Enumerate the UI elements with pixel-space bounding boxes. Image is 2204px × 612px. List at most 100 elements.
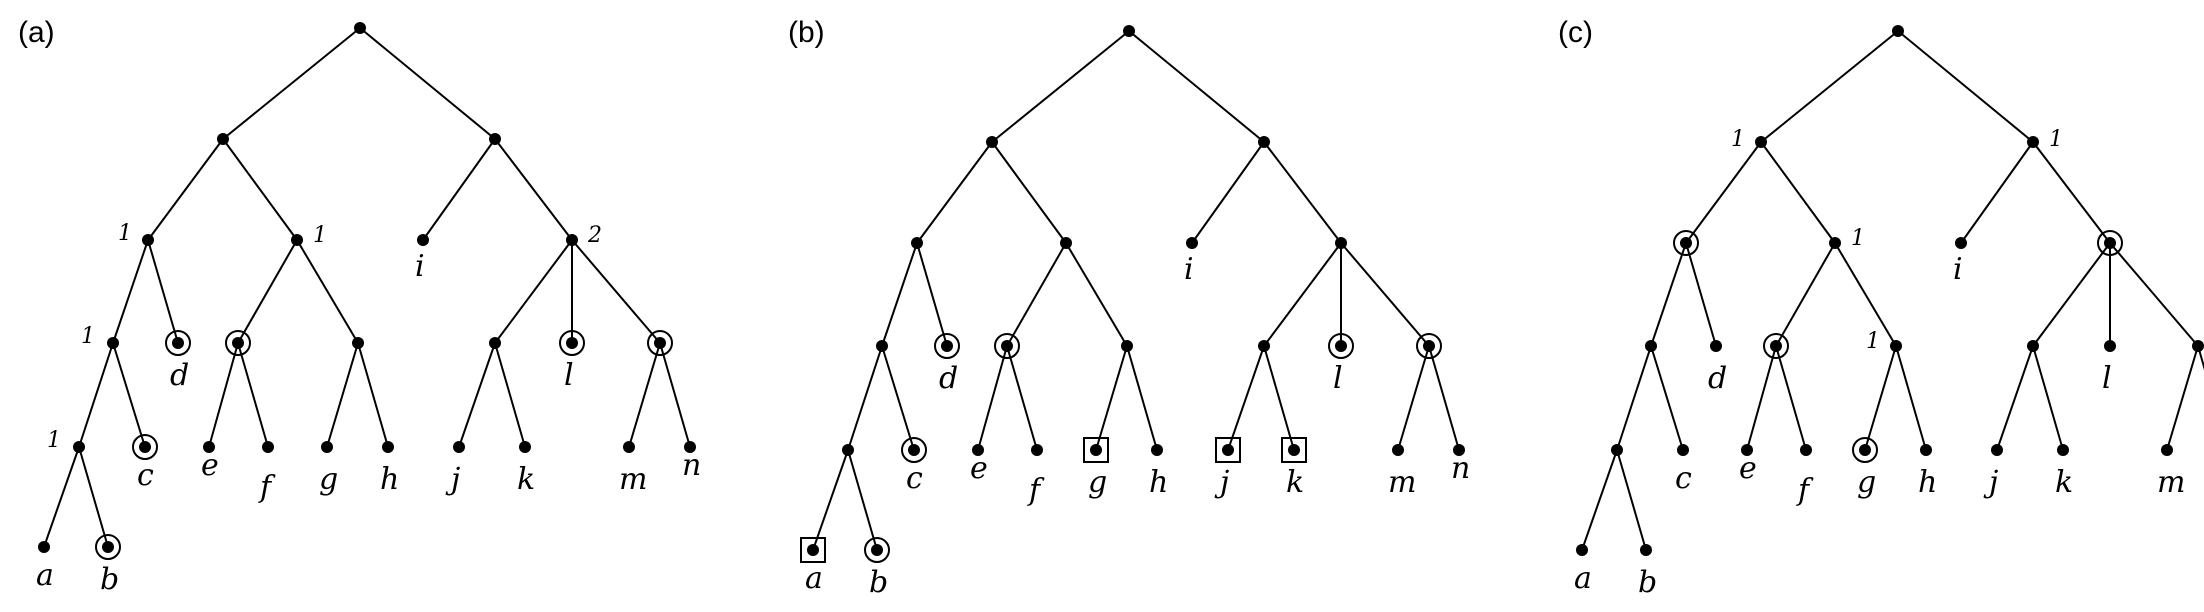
- tree-node-j: [453, 441, 465, 453]
- tree-node-abcdefghijklmn: [1892, 25, 1904, 37]
- tree-node-ijklmn: [2027, 136, 2039, 148]
- leaf-label-f: f: [1027, 473, 1045, 508]
- node-weight-label: 1: [1851, 226, 1865, 251]
- tree-edge: [1760, 141, 1836, 244]
- node-weight-label: 1: [118, 221, 132, 246]
- tree-node-j: [1222, 444, 1234, 456]
- tree-node-i: [1955, 237, 1967, 249]
- leaf-label-h: h: [1149, 465, 1168, 500]
- tree-edge: [112, 239, 149, 344]
- tree-edge: [1006, 242, 1067, 347]
- tree-edge: [494, 342, 526, 448]
- leaf-label-f: f: [1796, 473, 1814, 508]
- tree-node-c: [1677, 444, 1689, 456]
- tree-edge: [1616, 345, 1652, 451]
- tree-node-gh: [352, 337, 364, 349]
- tree-edge: [43, 446, 80, 548]
- tree-edge: [1685, 141, 1762, 244]
- tree-node-i: [417, 234, 429, 246]
- tree-edge: [847, 449, 878, 551]
- tree-edge: [2032, 141, 2111, 244]
- tree-edge: [881, 345, 915, 451]
- tree-edge: [1006, 345, 1038, 451]
- tree-node-efgh: [1060, 237, 1072, 249]
- tree-node-l: [2104, 340, 2116, 352]
- circled-node-marker: [1328, 333, 1354, 359]
- leaf-label-g: g: [1857, 465, 1876, 500]
- tree-edge: [1864, 345, 1897, 451]
- tree-node-k: [519, 441, 531, 453]
- circled-node-marker: [934, 333, 960, 359]
- tree-edge: [1650, 345, 1684, 451]
- tree-edge: [1397, 345, 1430, 451]
- tree-node-b: [102, 541, 114, 553]
- leaf-label-m: m: [2157, 465, 2185, 500]
- tree-node-gh: [1890, 340, 1902, 352]
- leaf-label-j: j: [1983, 465, 1998, 500]
- circled-node-marker: [647, 330, 673, 356]
- tree-node-abcdefgh: [1755, 136, 1767, 148]
- tree-node-h: [1151, 444, 1163, 456]
- tree-edge: [1834, 242, 1897, 347]
- tree-node-abcdefgh: [986, 136, 998, 148]
- tree-node-k: [1288, 444, 1300, 456]
- tree-edge: [1895, 345, 1927, 451]
- tree-edge: [147, 239, 179, 344]
- tree-edge: [458, 342, 496, 448]
- circled-node-marker: [559, 330, 585, 356]
- tree-node-ab: [1611, 444, 1623, 456]
- tree-edge: [991, 141, 1067, 244]
- tree-edge: [1581, 449, 1618, 551]
- tree-node-ijklmn: [489, 133, 501, 145]
- circled-node-marker: [1763, 333, 1789, 359]
- tree-node-a: [807, 544, 819, 556]
- tree-node-abcd: [911, 237, 923, 249]
- leaf-label-e: e: [1739, 451, 1757, 486]
- tree-node-mn: [2192, 340, 2204, 352]
- tree-node-f: [262, 441, 274, 453]
- tree-edge: [812, 449, 849, 551]
- circled-node-marker: [225, 330, 251, 356]
- tree-edge: [222, 138, 298, 241]
- tree-edge: [1616, 449, 1647, 551]
- circled-node-marker: [1416, 333, 1442, 359]
- tree-node-ijklmn: [1258, 136, 1270, 148]
- tree-node-abcd: [142, 234, 154, 246]
- tree-edge: [2032, 345, 2064, 451]
- leaf-label-m: m: [1388, 465, 1416, 500]
- squared-node-marker: [1281, 437, 1307, 463]
- tree-edge: [78, 342, 114, 448]
- tree-edge: [1126, 345, 1158, 451]
- leaf-label-c: c: [906, 461, 923, 496]
- leaf-label-i: i: [415, 249, 425, 284]
- tree-edge: [1775, 242, 1836, 347]
- tree-edge: [1746, 345, 1777, 451]
- tree-edge: [112, 342, 146, 448]
- tree-node-f: [1031, 444, 1043, 456]
- tree-edge: [991, 30, 1130, 143]
- tree-edge: [2166, 345, 2199, 451]
- tree-edge: [494, 138, 573, 241]
- node-weight-label: 1: [1731, 127, 1745, 152]
- tree-node-h: [382, 441, 394, 453]
- circled-node-marker: [2097, 230, 2123, 256]
- leaf-label-a: a: [805, 561, 823, 596]
- panel-label: (c): [1558, 16, 1593, 49]
- tree-node-abc: [1645, 340, 1657, 352]
- tree-edge: [1428, 345, 1460, 451]
- leaf-label-j: j: [445, 462, 460, 497]
- tree-edge: [1095, 345, 1128, 451]
- circled-node-marker: [864, 537, 890, 563]
- tree-edge: [1775, 345, 1807, 451]
- leaf-label-n: n: [682, 448, 701, 483]
- tree-edge: [1065, 242, 1128, 347]
- leaf-label-b: b: [1638, 565, 1657, 600]
- tree-node-g: [321, 441, 333, 453]
- tree-node-a: [38, 541, 50, 553]
- tree-node-ab: [842, 444, 854, 456]
- leaf-label-c: c: [137, 458, 154, 493]
- tree-edge: [359, 27, 496, 140]
- tree-edge: [1263, 141, 1342, 244]
